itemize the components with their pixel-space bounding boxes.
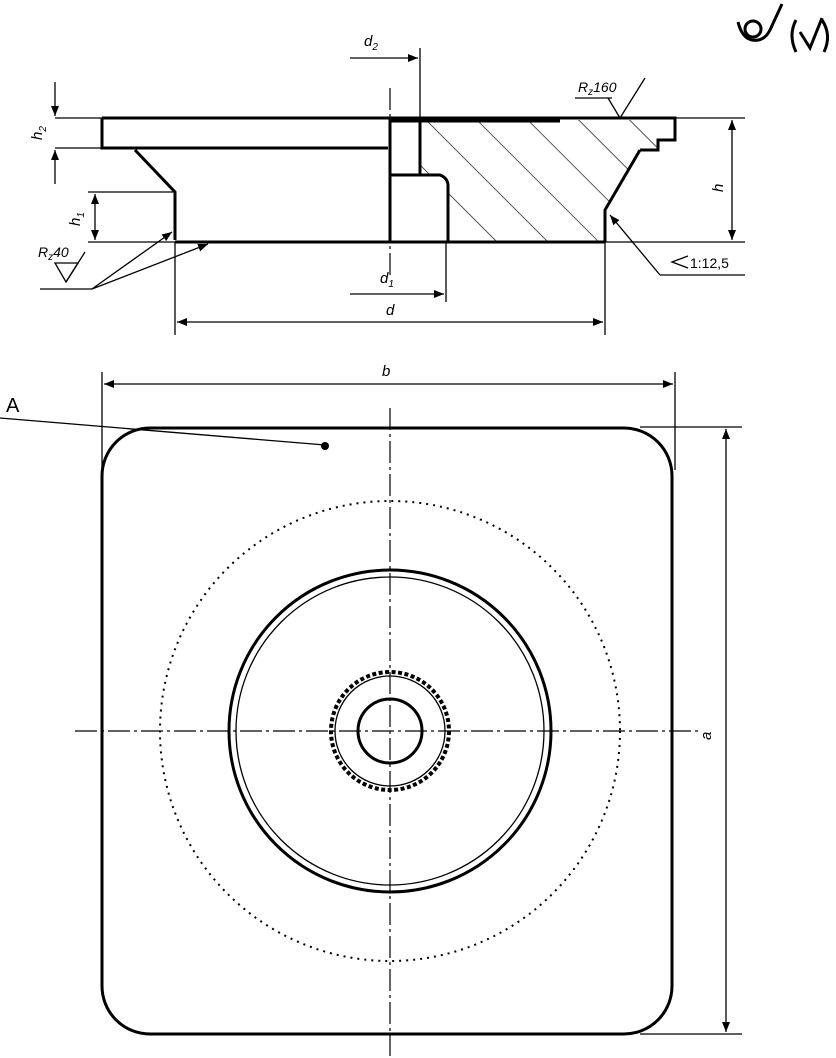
bore-step xyxy=(418,118,450,242)
h2-label: h2 xyxy=(29,126,49,140)
taper-label: 1:12,5 xyxy=(690,255,729,271)
A-label: A xyxy=(6,395,20,417)
svg-text:Rz40: Rz40 xyxy=(38,244,69,263)
d-label: d xyxy=(386,302,395,319)
hatch-area xyxy=(420,120,675,242)
flange-left xyxy=(100,118,388,150)
general-roughness-symbol xyxy=(736,3,829,53)
d1-label: d1 xyxy=(380,270,394,290)
roughness-rz40: Rz40 xyxy=(38,231,209,290)
b-label: b xyxy=(382,363,390,380)
svg-text:Rz160: Rz160 xyxy=(578,79,617,98)
section-view: h2 h1 h d2 d1 d Rz40 xyxy=(29,3,829,335)
plan-view: b a A xyxy=(0,363,742,1056)
h1-label: h1 xyxy=(67,212,87,226)
leader-A: A xyxy=(0,395,329,450)
cone-left xyxy=(133,148,177,240)
taper-note: 1:12,5 xyxy=(609,214,745,276)
a-label: a xyxy=(698,732,715,740)
d2-label: d2 xyxy=(364,33,378,53)
cone-right xyxy=(603,149,642,242)
flange-outline xyxy=(102,116,677,152)
h-label: h xyxy=(710,184,727,192)
roughness-rz160: Rz160 xyxy=(575,77,646,119)
